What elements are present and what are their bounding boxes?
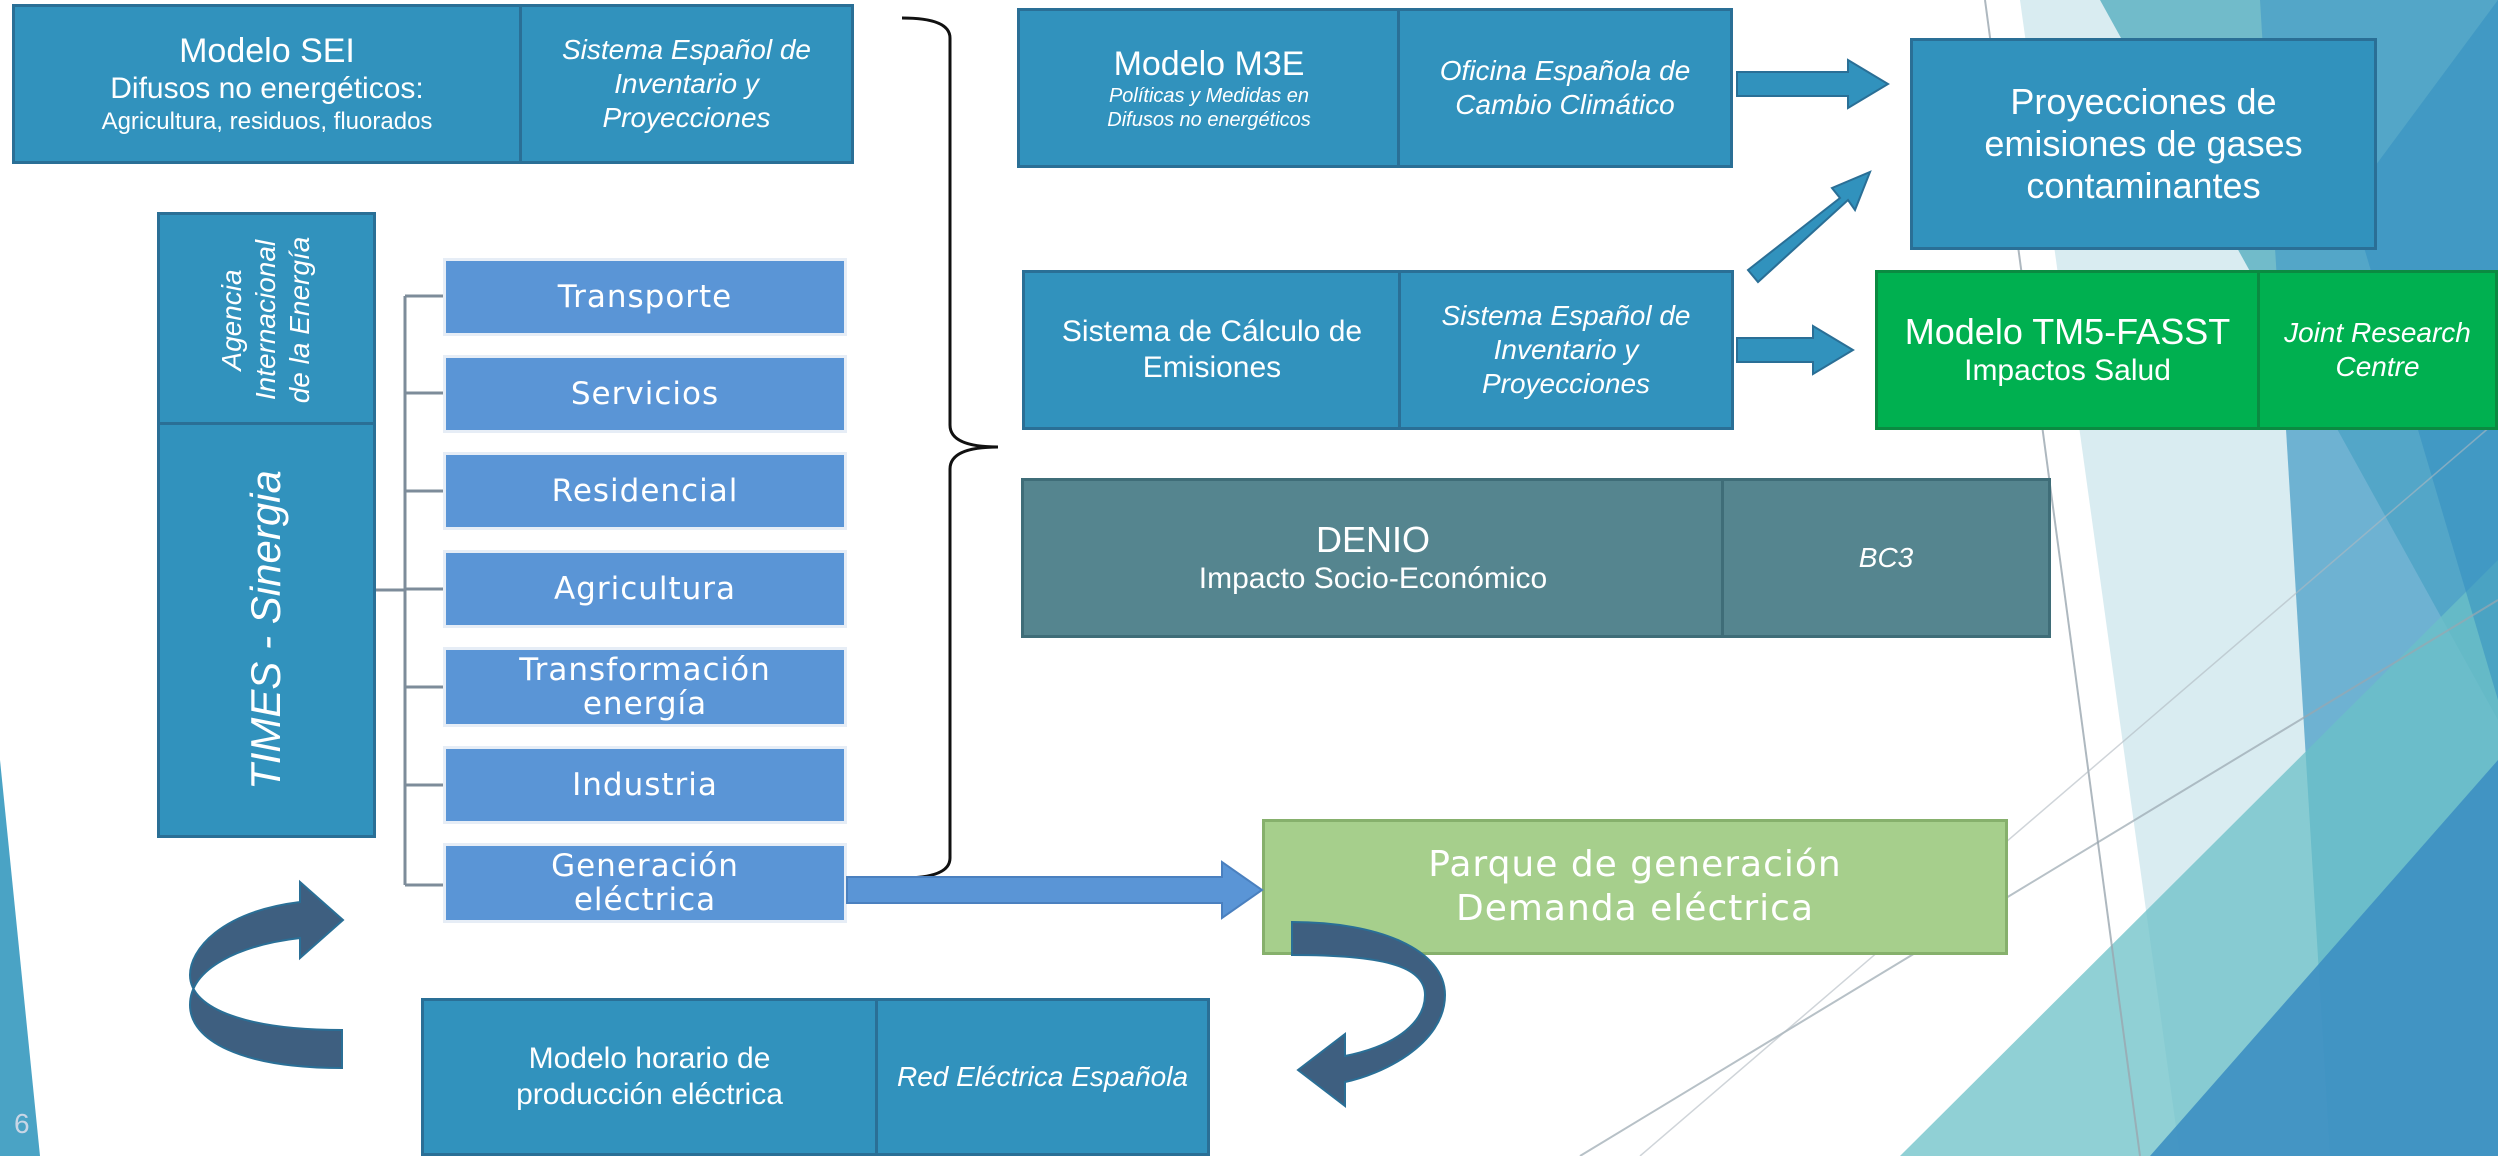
m3e-line1: Políticas y Medidas en [1108, 85, 1310, 107]
denio-org: BC3 [1858, 542, 1914, 573]
m3e-line2: Difusos no energéticos [1107, 109, 1311, 131]
sector-generacion: Generación eléctrica [443, 843, 847, 923]
sei-line1: Difusos no energéticos: [110, 72, 424, 105]
calc-org-box: Sistema Español de Inventario y Proyecci… [1398, 270, 1734, 430]
page-number: 6 [14, 1108, 30, 1139]
sector-servicios: Servicios [443, 355, 847, 433]
agency-line2: Internacional [250, 239, 281, 401]
tm5-model-box: Modelo TM5-FASST Impactos Salud [1875, 270, 2260, 430]
calc-system-box: Sistema de Cálculo de Emisiones [1022, 270, 1402, 430]
m3e-model-box: Modelo M3E Políticas y Medidas en Difuso… [1017, 8, 1401, 168]
sei-org-line2: Inventario y [614, 68, 759, 99]
sector-industria-label: Industria [572, 767, 718, 803]
tm5-org-line2: Centre [2335, 351, 2420, 382]
parque-generacion-box: Parque de generación Demanda eléctrica [1262, 819, 2008, 955]
tm5-sub: Impactos Salud [1964, 354, 2171, 387]
calc-org-line1: Sistema Español de [1441, 300, 1691, 331]
m3e-org-line1: Oficina Española de [1439, 55, 1691, 86]
times-model-label: TIMES - Sinergia [242, 470, 289, 790]
denio-sub: Impacto Socio-Económico [1198, 562, 1548, 595]
sector-agricultura-label: Agricultura [553, 571, 737, 607]
projections-line3: contaminantes [2026, 165, 2261, 206]
sector-residencial: Residencial [443, 452, 847, 530]
parque-line2: Demanda eléctrica [1455, 888, 1815, 929]
hourly-line1: Modelo horario de [528, 1042, 771, 1075]
hourly-line2: producción eléctrica [516, 1078, 783, 1111]
agency-line3: de la Energía [284, 236, 315, 404]
m3e-org-box: Oficina Española de Cambio Climático [1397, 8, 1733, 168]
sector-transporte: Transporte [443, 258, 847, 336]
projections-box: Proyecciones de emisiones de gases conta… [1910, 38, 2377, 250]
denio-title: DENIO [1315, 519, 1430, 560]
tm5-org-line1: Joint Research [2284, 317, 2471, 348]
m3e-title: Modelo M3E [1113, 45, 1305, 83]
sector-generacion-line2: eléctrica [573, 882, 717, 918]
sector-agricultura: Agricultura [443, 550, 847, 628]
sei-org-line3: Proyecciones [602, 102, 771, 133]
sei-title: Modelo SEI [179, 32, 355, 70]
projections-line1: Proyecciones de [2010, 81, 2277, 122]
denio-model-box: DENIO Impacto Socio-Económico [1021, 478, 1725, 638]
projections-line2: emisiones de gases [1984, 123, 2303, 164]
sector-residencial-label: Residencial [551, 473, 739, 509]
calc-org-line2: Inventario y [1493, 334, 1639, 365]
sector-transformacion-line1: Transformación [519, 652, 771, 688]
times-model-box [157, 422, 376, 838]
sector-transformacion-line2: energía [582, 686, 708, 722]
hourly-org-box: Red Eléctrica Española [875, 998, 1210, 1156]
sector-transporte-label: Transporte [557, 279, 733, 315]
tm5-org-box: Joint Research Centre [2257, 270, 2498, 430]
calc-line2: Emisiones [1142, 351, 1282, 384]
sector-generacion-line1: Generación [551, 848, 739, 884]
tm5-title: Modelo TM5-FASST [1904, 311, 2231, 352]
sei-org-box: Sistema Español de Inventario y Proyecci… [519, 4, 854, 164]
hourly-model-box: Modelo horario de producción eléctrica [421, 998, 878, 1156]
sector-servicios-label: Servicios [570, 376, 720, 412]
sector-transformacion: Transformación energía [443, 647, 847, 727]
denio-org-box: BC3 [1721, 478, 2051, 638]
parque-line1: Parque de generación [1428, 844, 1842, 885]
sei-org-line1: Sistema Español de [561, 34, 812, 65]
m3e-org-line2: Cambio Climático [1455, 89, 1675, 120]
sei-model-box: Modelo SEI Difusos no energéticos: Agric… [12, 4, 522, 164]
agency-line1: Agencia [216, 269, 247, 371]
calc-line1: Sistema de Cálculo de [1061, 315, 1363, 348]
calc-org-line3: Proyecciones [1481, 368, 1651, 399]
hourly-org: Red Eléctrica Española [896, 1061, 1189, 1092]
sei-line2: Agricultura, residuos, fluorados [101, 108, 433, 135]
sector-industria: Industria [443, 746, 847, 824]
